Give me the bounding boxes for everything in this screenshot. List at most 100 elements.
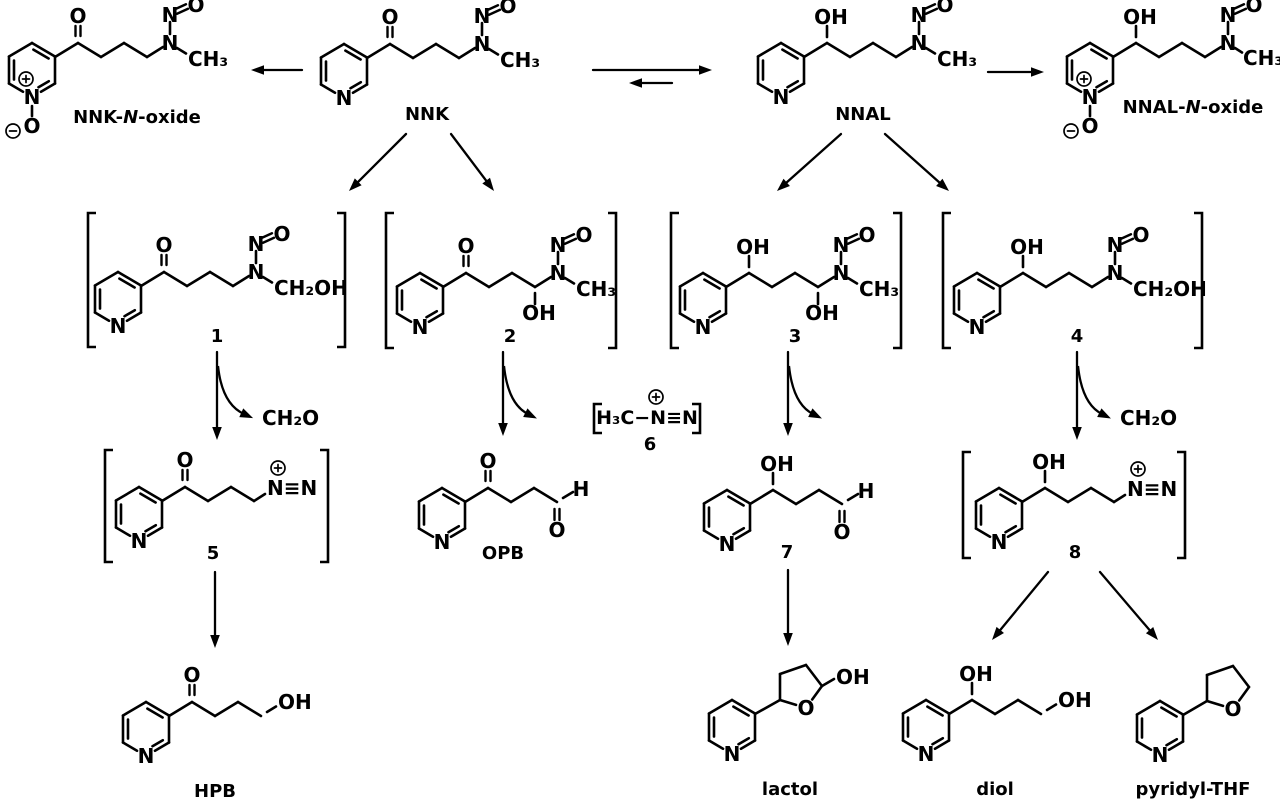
bracket (669, 211, 679, 350)
arrow-7-to-lactol (783, 568, 793, 646)
atom-label: OH (522, 301, 556, 325)
ring-nitrogen-label: N (336, 86, 353, 110)
atom-label: CH₃ (188, 47, 228, 71)
atom-label: O (69, 4, 86, 28)
ring-nitrogen-label: N (1082, 85, 1099, 109)
ring-nitrogen-label: N (110, 314, 127, 338)
bracket (608, 211, 618, 350)
bracket (320, 448, 330, 564)
atom-label: OH (959, 662, 993, 686)
ring-nitrogen-label: N (24, 85, 41, 109)
atom-label: CH₃ (937, 47, 977, 71)
bracket (961, 450, 971, 560)
atom-label: OH (814, 5, 848, 29)
label-opb: OPB (482, 543, 524, 564)
circled-plus-icon (1130, 461, 1146, 477)
ring-nitrogen-label: N (1152, 743, 1169, 767)
arrow-loss-6-from-3 (787, 365, 822, 419)
circled-plus-icon (648, 389, 664, 405)
ring-nitrogen-label: N (918, 742, 935, 766)
label-compound-3: 3 (789, 326, 802, 347)
label-compound-8: 8 (1069, 542, 1082, 563)
label-nnal-n-oxide: NNAL-N-oxide (1123, 97, 1264, 118)
arrow-8-to-pyridyl-thf (1098, 570, 1158, 640)
bracket (592, 402, 602, 435)
label-compound-1: 1 (211, 326, 224, 347)
atom-label: N (1107, 261, 1124, 285)
atom-label: N (833, 261, 850, 285)
atom-label: N (474, 4, 491, 28)
atom-label: H₃C−N≡N (596, 407, 698, 429)
arrow-nnk-to-nnk-n-oxide (251, 65, 304, 75)
structure-methanediazonium-6: H₃C−N≡N 6 (592, 389, 702, 455)
atom-label: OH (1032, 450, 1066, 474)
atom-label: OH (1058, 688, 1092, 712)
circled-minus-icon (1063, 123, 1079, 139)
bracket (103, 448, 113, 564)
ring-nitrogen-label: N (969, 315, 986, 339)
atom-label: O (479, 449, 496, 473)
arrow-nnal-to-nnal-n-oxide (986, 67, 1044, 77)
bracket (893, 211, 903, 350)
bracket (941, 211, 951, 350)
label-pyridyl-thf: pyridyl-THF (1136, 779, 1251, 800)
atom-label: H (573, 477, 590, 501)
bracket (1194, 211, 1204, 350)
label-nnk: NNK (405, 104, 450, 125)
ring-nitrogen-label: N (719, 532, 736, 556)
bracket (86, 211, 96, 349)
atom-label: N (550, 233, 567, 257)
label-compound-7: 7 (781, 542, 794, 563)
atom-label: N (162, 31, 179, 55)
label-methanediazonium-6: 6 (644, 434, 657, 455)
ring-nitrogen-label: N (131, 529, 148, 553)
atom-label: CH₃ (1243, 46, 1280, 70)
label-compound-5: 5 (207, 543, 220, 564)
ring-nitrogen-label: N (138, 744, 155, 768)
label-nnk-n-oxide: NNK-N-oxide (73, 107, 201, 128)
atom-label: N (248, 232, 265, 256)
atom-label: N (550, 261, 567, 285)
circled-plus-icon (18, 71, 34, 87)
atom-label: O (1132, 223, 1149, 247)
atom-label: N (911, 31, 928, 55)
atom-label: N (248, 260, 265, 284)
arrow-3-to-7 (783, 350, 793, 436)
annotation-ch2o-from-4: CH₂O (1120, 406, 1177, 430)
annotation-ch2o-from-1: CH₂O (262, 406, 319, 430)
atom-label: O (187, 0, 204, 17)
bracket (1177, 450, 1187, 560)
atom-label: O (176, 448, 193, 472)
atom-label: OH (1010, 235, 1044, 259)
atom-label: OH (736, 235, 770, 259)
atom-label: O (936, 0, 953, 17)
atom-label: OH (1123, 5, 1157, 29)
atom-label: OH (278, 690, 312, 714)
label-compound-4: 4 (1071, 326, 1084, 347)
arrow-loss-ch2o-from-4 (1076, 365, 1111, 419)
arrow-nnk-to-2 (449, 132, 494, 191)
atom-label: CH₃ (500, 48, 540, 72)
arrow-2-to-opb (498, 350, 508, 436)
atom-label: N (1220, 3, 1237, 27)
circled-minus-icon (5, 123, 21, 139)
atom-label: O (499, 0, 516, 18)
circled-plus-icon (270, 460, 286, 476)
ring-nitrogen-label: N (773, 85, 790, 109)
label-compound-2: 2 (504, 326, 517, 347)
atom-label: O (155, 233, 172, 257)
atom-label: OH (836, 665, 870, 689)
ring-nitrogen-label: N (412, 315, 429, 339)
circled-plus-icon (1076, 71, 1092, 87)
arrow-nnal-to-3 (777, 132, 843, 191)
arrow-1-to-5 (212, 350, 222, 440)
